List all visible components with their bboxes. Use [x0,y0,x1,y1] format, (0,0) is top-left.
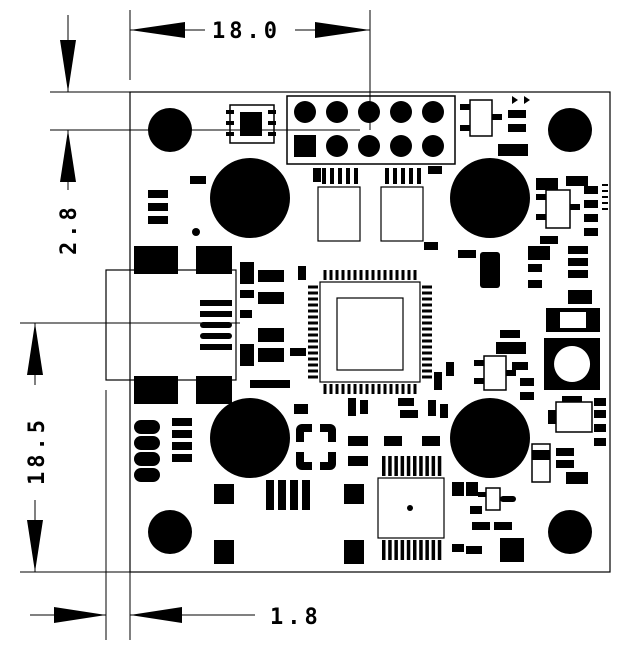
dimension-label-left-upper: 2.8 [57,203,82,255]
small-ic [226,104,276,144]
large-hole [210,158,290,238]
mounting-hole [548,108,592,152]
large-hole [210,398,290,478]
transistor [460,99,502,137]
pad-column-left [134,420,160,482]
large-hole [450,398,530,478]
dimension-top: 18.0 [129,10,371,130]
small-package [348,436,440,466]
dimension-left-upper: 2.8 [50,15,360,255]
bottom-ic [377,456,445,560]
components-center-lower [172,398,448,462]
fpc-connector [214,480,364,564]
dimension-label-bottom: 1.8 [270,605,322,630]
rj-connector [105,228,237,404]
dimension-label-left-lower: 18.5 [25,416,50,485]
resistor-stack-left [148,176,206,224]
mounting-hole [548,510,592,554]
components-right-lower [531,396,606,484]
dimension-label-top: 18.0 [212,19,281,44]
pin-header [286,95,456,165]
components-right-upper [458,176,598,304]
main-qfp-chip [308,270,432,394]
small-components-top-right [498,96,530,156]
electrolytic-capacitor [544,308,600,390]
components-bottom-right [452,482,524,562]
components-rj-right [240,262,306,388]
chip-outline [317,186,424,242]
dimension-bottom: 1.8 [30,390,322,640]
chip-pins [313,166,442,250]
large-hole [450,158,530,238]
inductor [296,424,336,470]
mounting-hole [148,108,192,152]
transistor-right-mid [434,330,534,400]
misc-pads [602,184,608,210]
mounting-hole [148,510,192,554]
